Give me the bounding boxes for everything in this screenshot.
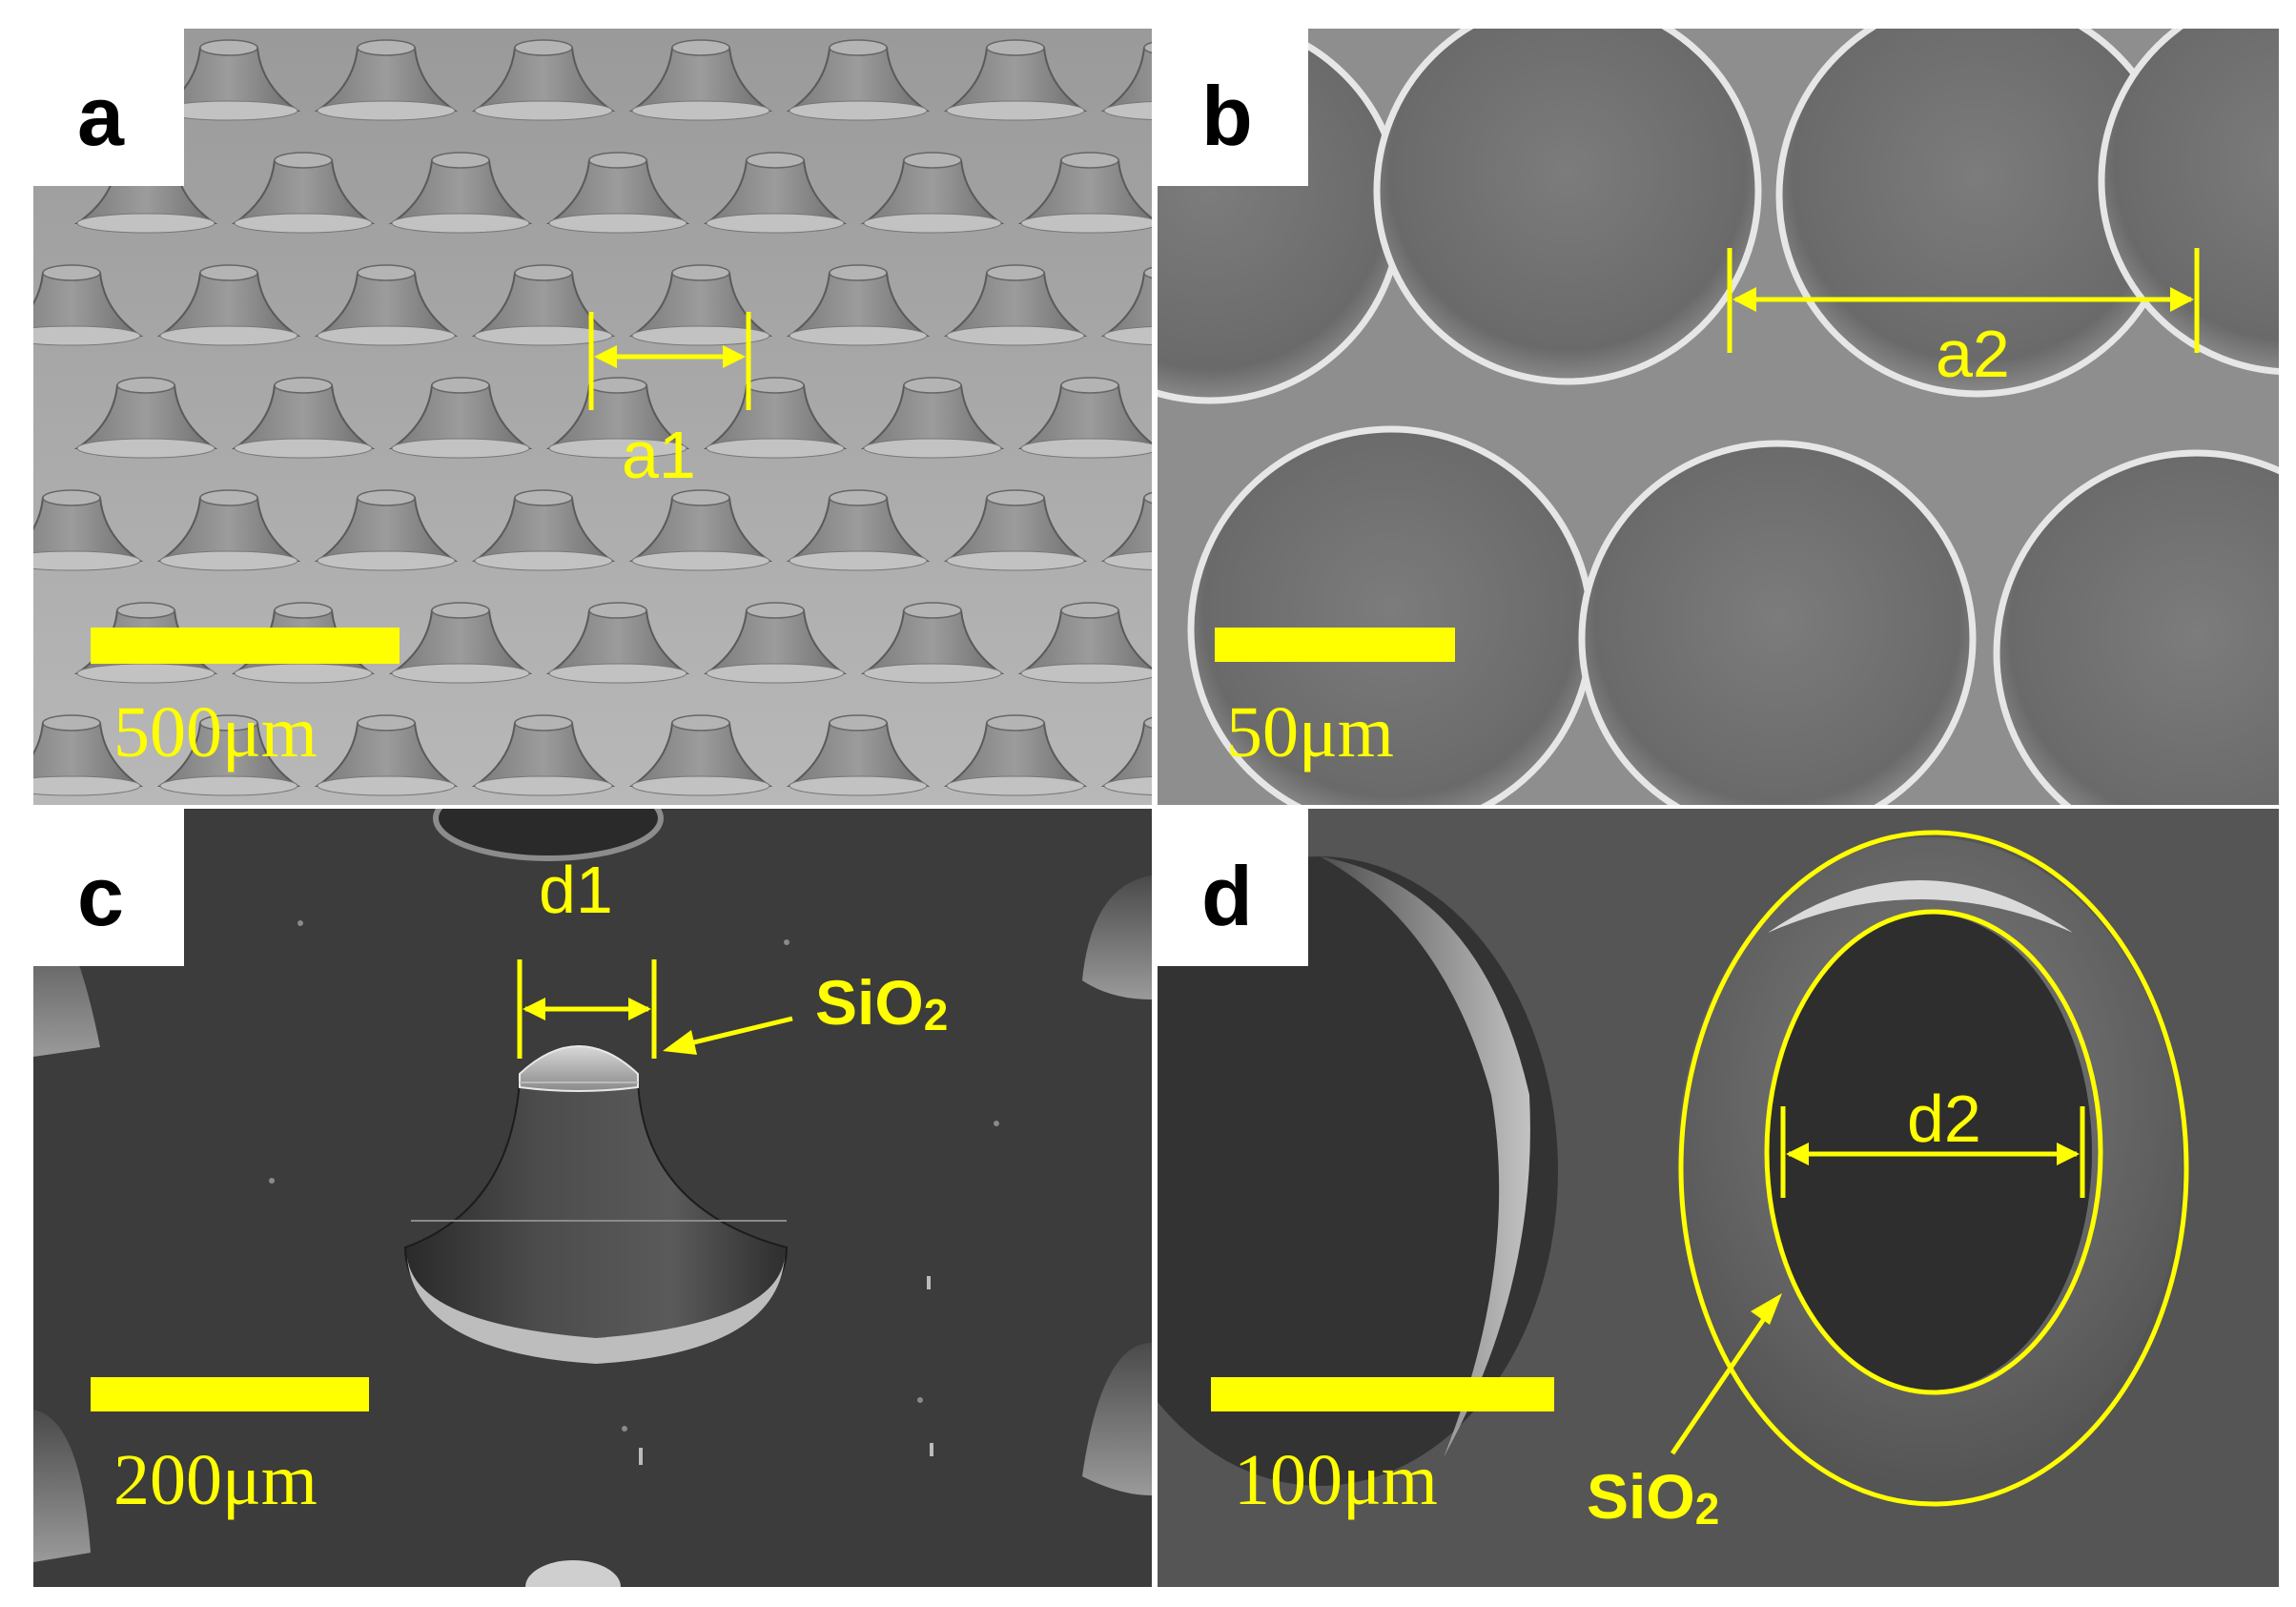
- material-label-main: SiO: [815, 967, 924, 1038]
- panel-label-c: c: [77, 849, 124, 943]
- scale-label-d: 100μm: [1234, 1440, 1438, 1520]
- ring-outline-and-d2-marker: [1670, 830, 2189, 1507]
- panel-a: a a1 500μm: [33, 29, 1152, 805]
- label-a1: a1: [622, 418, 696, 492]
- sem-image-single-pillar-sio2-cap: [33, 809, 1152, 1587]
- scale-bar-a: [91, 628, 400, 664]
- panel-c: c d1 SiO2 200μm: [33, 809, 1152, 1587]
- panel-label-d: d: [1201, 849, 1253, 943]
- panel-label-b: b: [1201, 69, 1253, 163]
- sem-image-sio2-ring-hole: [1158, 809, 2279, 1587]
- scale-label-b: 50μm: [1226, 692, 1394, 773]
- scale-bar-c: [91, 1377, 369, 1411]
- material-label-sio2-d: SiO2: [1587, 1465, 1719, 1531]
- label-d2: d2: [1907, 1082, 1981, 1156]
- material-label-subscript: 2: [1694, 1484, 1720, 1534]
- label-d1: d1: [539, 853, 613, 927]
- dimension-marker-a2: [1727, 248, 2200, 353]
- scale-label-c: 200μm: [113, 1440, 318, 1520]
- scale-bar-b: [1215, 628, 1455, 662]
- panel-b: b a2 50μm: [1158, 29, 2279, 805]
- panel-label-a: a: [77, 69, 124, 163]
- scale-bar-d: [1211, 1377, 1554, 1411]
- dimension-marker-a1-visible: [588, 312, 751, 410]
- panel-d: d d2 SiO2 100μm: [1158, 809, 2279, 1587]
- label-a2: a2: [1936, 317, 2010, 391]
- sem-image-micropillar-array: [33, 29, 1152, 805]
- material-label-main: SiO: [1587, 1461, 1695, 1532]
- dimension-marker-d1: [517, 959, 793, 1059]
- scale-label-a: 500μm: [113, 692, 318, 773]
- material-label-subscript: 2: [923, 990, 949, 1040]
- material-label-sio2-c: SiO2: [815, 971, 948, 1037]
